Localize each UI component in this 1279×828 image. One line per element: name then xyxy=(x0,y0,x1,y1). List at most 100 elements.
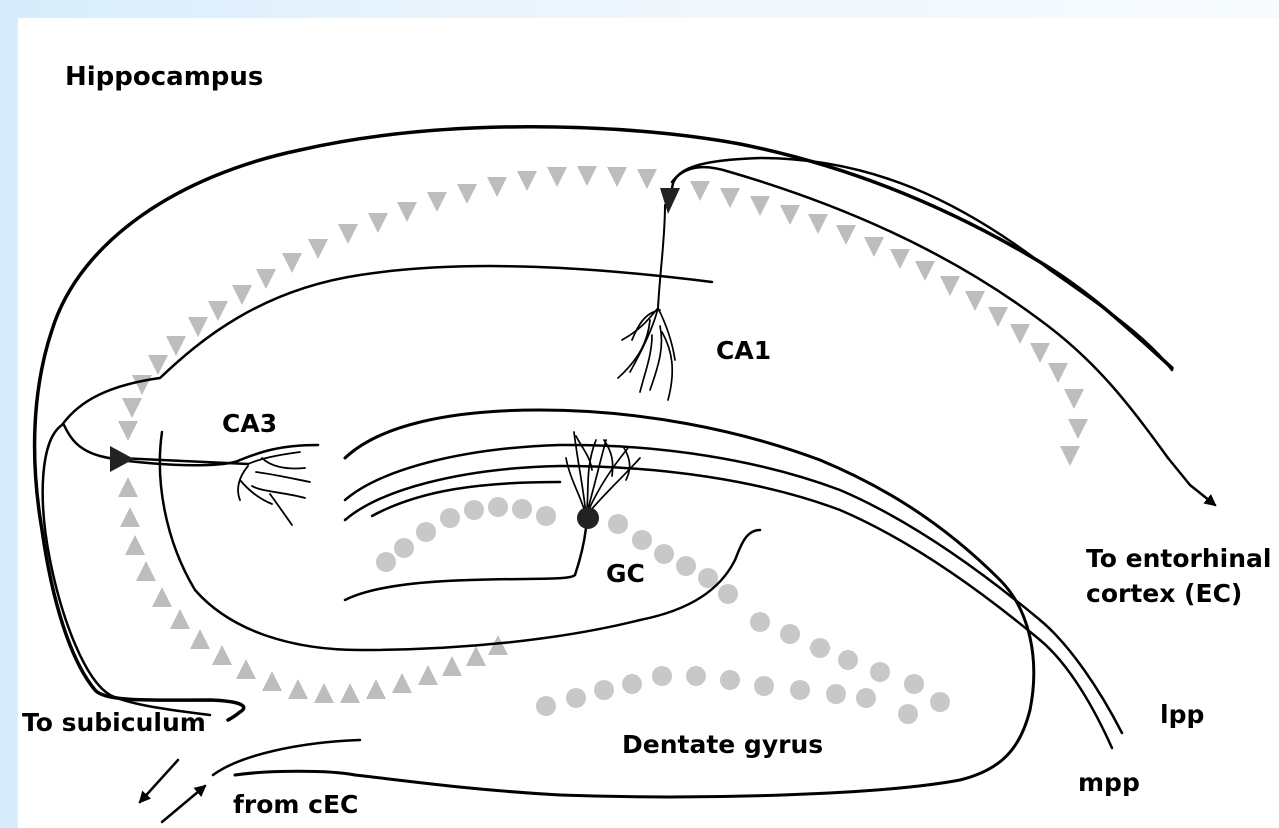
pyramidal-cell-marker xyxy=(547,167,567,187)
pyramidal-cell-marker xyxy=(212,645,232,665)
pyramidal-cell-marker xyxy=(282,253,302,273)
granule-cell-marker xyxy=(870,662,890,682)
pyramidal-cell-marker xyxy=(915,261,935,281)
granule-cell-marker xyxy=(810,638,830,658)
pyramidal-cell-marker xyxy=(780,205,800,225)
pyramidal-cell-marker xyxy=(188,317,208,337)
pyramidal-cell-marker xyxy=(607,167,627,187)
cec-input-arrow xyxy=(162,786,205,822)
hippocampus-outline xyxy=(35,127,1172,720)
pyramidal-cell-marker xyxy=(397,202,417,222)
pyramidal-cell-marker xyxy=(120,507,140,527)
pyramidal-cell-marker xyxy=(836,225,856,245)
granule-cell-marker xyxy=(536,506,556,526)
granule-cell-marker xyxy=(608,514,628,534)
cec-input-fiber xyxy=(213,740,360,775)
granule-cell-marker xyxy=(566,688,586,708)
pyramidal-cell-marker xyxy=(190,629,210,649)
granule-cell-layer xyxy=(376,497,950,724)
pyramidal-cell-marker xyxy=(125,535,145,555)
pyramidal-cell-marker xyxy=(940,276,960,296)
pyramidal-cell-marker xyxy=(517,171,537,191)
pyramidal-cell-marker xyxy=(1064,389,1084,409)
pyramidal-cell-marker xyxy=(457,184,477,204)
granule-cell-marker xyxy=(652,666,672,686)
pyramidal-cell-marker xyxy=(256,269,276,289)
mpp-label: mpp xyxy=(1078,768,1140,798)
ca3-label: CA3 xyxy=(222,409,277,439)
ca3-region-boundary xyxy=(160,432,760,650)
pyramidal-cell-marker xyxy=(314,683,334,703)
subiculum-output-arrow xyxy=(140,760,178,802)
pyramidal-cell-marker xyxy=(392,673,412,693)
granule-cell-marker xyxy=(904,674,924,694)
granule-cell-marker xyxy=(930,692,950,712)
pyramidal-cell-marker xyxy=(132,375,152,395)
subiculum-pathway xyxy=(64,425,318,465)
pyramidal-cell-marker xyxy=(122,398,142,418)
ca1-pyramidal-apical-dendrite xyxy=(658,205,665,308)
ec-output-fiber xyxy=(672,167,1168,458)
to-subiculum-label: To subiculum xyxy=(22,708,206,738)
granule-cell-marker xyxy=(750,612,770,632)
pyramidal-cell-marker xyxy=(166,336,186,356)
from-cec-label: from cEC xyxy=(233,790,358,820)
ca1-axon-arrowhead xyxy=(660,188,680,214)
pyramidal-cell-marker xyxy=(720,188,740,208)
pyramidal-cell-marker xyxy=(232,285,252,305)
pyramidal-cell-marker xyxy=(1048,363,1068,383)
dentate-gyrus-label: Dentate gyrus xyxy=(622,730,823,760)
ec-output-arrow xyxy=(1168,458,1190,485)
pyramidal-cell-marker xyxy=(118,421,138,441)
gc-label: GC xyxy=(606,559,645,589)
granule-cell-marker xyxy=(536,696,556,716)
pyramidal-cell-marker xyxy=(418,665,438,685)
granule-cell-marker xyxy=(632,530,652,550)
pyramidal-cell-marker xyxy=(577,166,597,186)
granule-cell-marker xyxy=(622,674,642,694)
granule-cell-marker xyxy=(594,680,614,700)
granule-cell-marker xyxy=(780,624,800,644)
ca1-label: CA1 xyxy=(716,336,771,366)
pyramidal-cell-marker xyxy=(808,214,828,234)
granule-cell-marker xyxy=(654,544,674,564)
granule-cell-marker xyxy=(686,666,706,686)
diagram-title: Hippocampus xyxy=(65,62,263,93)
granule-cell-marker xyxy=(718,584,738,604)
pyramidal-cell-marker xyxy=(368,213,388,233)
pyramidal-cell-marker xyxy=(750,196,770,216)
pyramidal-cell-marker xyxy=(427,192,447,212)
lpp-label: lpp xyxy=(1160,700,1204,730)
schaffer-collateral-arc xyxy=(62,266,712,425)
granule-cell-marker xyxy=(440,508,460,528)
pyramidal-cell-marker xyxy=(152,587,172,607)
medial-perforant-path xyxy=(345,466,1112,748)
pyramidal-cell-marker xyxy=(308,239,328,259)
pyramidal-cell-marker xyxy=(988,307,1008,327)
pyramidal-cell-marker xyxy=(864,237,884,257)
pyramidal-cell-marker xyxy=(1010,324,1030,344)
granule-cell-body xyxy=(577,507,599,529)
granule-cell-marker xyxy=(790,680,810,700)
pyramidal-cell-marker xyxy=(136,561,156,581)
pyramidal-cell-marker xyxy=(170,609,190,629)
pyramidal-cell-marker xyxy=(262,671,282,691)
granule-cell-marker xyxy=(826,684,846,704)
granule-cell-marker xyxy=(394,538,414,558)
granule-cell-marker xyxy=(416,522,436,542)
pyramidal-cell-marker xyxy=(1060,446,1080,466)
pyramidal-cell-marker xyxy=(288,679,308,699)
pyramidal-cell-marker xyxy=(965,291,985,311)
pyramidal-cell-marker xyxy=(366,679,386,699)
granule-cell-marker xyxy=(838,650,858,670)
granule-cell-marker xyxy=(488,497,508,517)
pyramidal-cell-marker xyxy=(118,477,138,497)
granule-cell-marker xyxy=(676,556,696,576)
granule-cell-marker xyxy=(720,670,740,690)
pyramidal-cell-marker xyxy=(236,659,256,679)
granule-cell-marker xyxy=(464,500,484,520)
granule-cell-marker xyxy=(376,552,396,572)
pyramidal-cell-marker xyxy=(1068,419,1088,439)
pyramidal-cell-marker xyxy=(338,224,358,244)
